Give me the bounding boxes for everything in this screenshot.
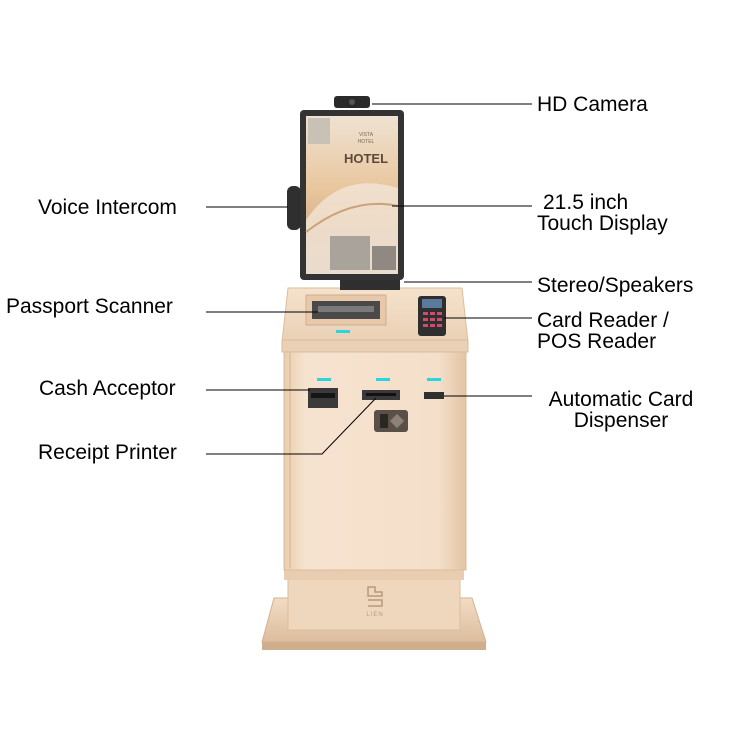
passport-scanner [305, 294, 387, 333]
pos-reader [418, 296, 446, 336]
screen-title: HOTEL [344, 151, 388, 166]
label-card-reader-line1: Card Reader / [537, 309, 669, 332]
screen-brand-line2: HOTEL [358, 139, 375, 145]
label-passport-scanner: Passport Scanner [6, 295, 173, 318]
label-card-dispenser-line2: Dispenser [573, 409, 669, 432]
brand-logo: LIEN [366, 586, 383, 618]
label-card-dispenser: Automatic Card Dispenser [537, 389, 705, 431]
label-receipt-printer: Receipt Printer [38, 441, 177, 464]
voice-intercom [287, 186, 301, 230]
label-touch-display: 21.5 inch Touch Display [537, 192, 668, 234]
label-card-dispenser-line1: Automatic Card [548, 388, 694, 411]
screen-mount [340, 278, 400, 290]
label-voice-intercom: Voice Intercom [38, 196, 177, 219]
label-cash-acceptor: Cash Acceptor [39, 377, 176, 400]
label-card-reader: Card Reader / POS Reader [537, 310, 669, 352]
kiosk-cabinet [283, 349, 467, 571]
cash-acceptor [308, 388, 338, 408]
hd-camera [334, 96, 370, 108]
label-touch-display-line2: Touch Display [537, 212, 668, 235]
label-touch-display-line1: 21.5 inch [543, 191, 629, 214]
logo-text: LIEN [366, 612, 383, 618]
qr-scanner [374, 410, 408, 432]
touch-display: VISTA HOTEL HOTEL [300, 110, 404, 280]
screen-brand-line1: VISTA [359, 132, 374, 138]
receipt-printer [362, 390, 400, 400]
leader-lines [206, 103, 532, 455]
label-hd-camera: HD Camera [537, 93, 648, 116]
kiosk-plinth [284, 566, 464, 631]
leader-receipt-printer [206, 397, 377, 455]
label-stereo-speakers: Stereo/Speakers [537, 274, 694, 297]
status-leds [317, 378, 441, 381]
card-dispenser [424, 392, 444, 399]
scanner-led [336, 330, 350, 333]
label-card-reader-line2: POS Reader [537, 330, 657, 353]
